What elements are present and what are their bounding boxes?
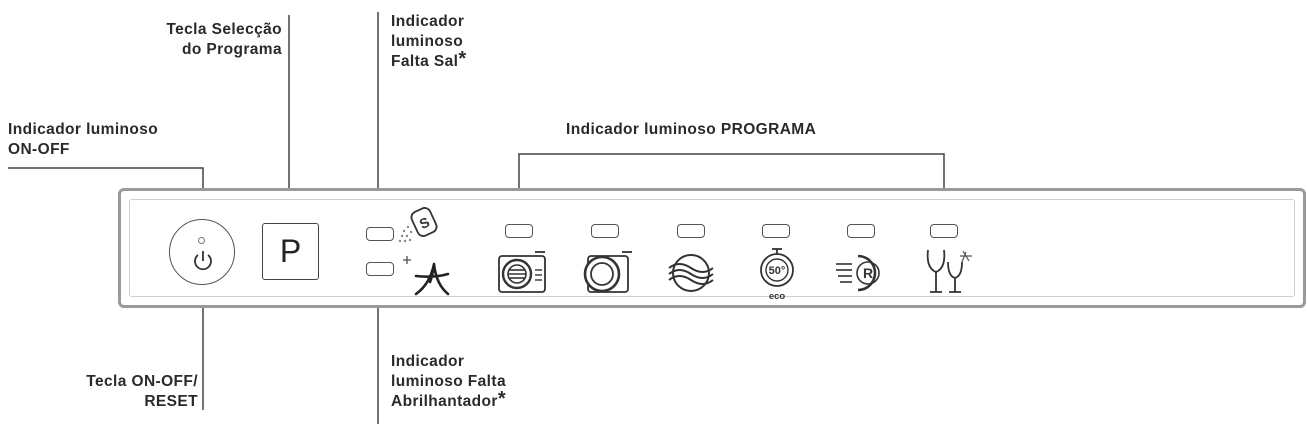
salt-indicator-led [366, 227, 394, 241]
glass-program-icon [926, 249, 972, 293]
svg-text:eco: eco [769, 291, 786, 302]
svg-text:R: R [863, 265, 873, 281]
label-onoff-indicator: Indicador luminoso ON-OFF [8, 121, 159, 158]
eco-50-program-icon: 50° eco [760, 248, 794, 302]
control-panel [118, 188, 1306, 308]
salt-icon: S [398, 207, 438, 243]
onoff-reset-button[interactable] [169, 219, 235, 285]
svg-text:50°: 50° [769, 265, 786, 277]
program-led-5 [847, 224, 875, 238]
rinse-aid-icon [403, 256, 450, 296]
rapid-program-icon: R [836, 254, 880, 292]
label-program-selection-key: Tecla Selecção do Programa [166, 21, 282, 58]
label-salt-indicator: Indicador luminoso Falta Sal* [391, 13, 467, 70]
normal-program-icon [583, 251, 632, 293]
program-led-4 [762, 224, 790, 238]
auto-program-icon [668, 254, 714, 292]
label-program-indicator: Indicador luminoso PROGRAMA [566, 121, 817, 138]
label-rinse-aid-indicator: Indicador luminoso Falta Abrilhantador* [391, 353, 507, 410]
control-panel-inner-border [129, 199, 1295, 297]
onoff-indicator-led [198, 237, 205, 244]
program-led-3 [677, 224, 705, 238]
program-led-1 [505, 224, 533, 238]
intensive-program-icon [498, 251, 546, 293]
program-led-2 [591, 224, 619, 238]
power-icon [194, 251, 212, 271]
program-led-6 [930, 224, 958, 238]
program-selection-button[interactable]: P [262, 223, 319, 280]
label-onoff-key: Tecla ON-OFF/ RESET [86, 373, 198, 410]
rinse-aid-indicator-led [366, 262, 394, 276]
